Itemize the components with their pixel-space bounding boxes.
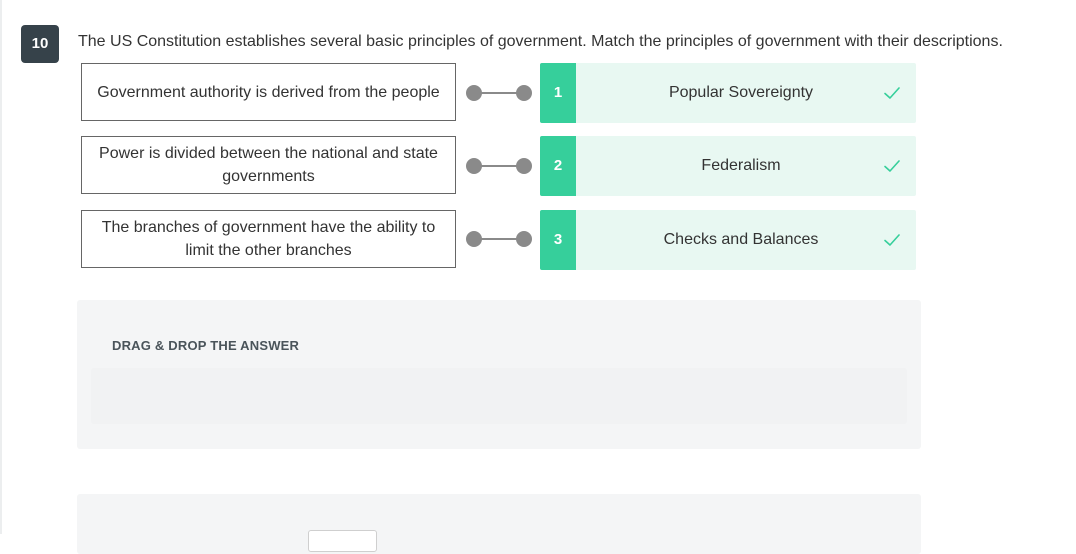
prompt-card-3: The branches of government have the abil… [81,210,456,268]
question-text: The US Constitution establishes several … [78,33,1003,50]
connector-handle-left[interactable] [466,85,482,101]
connector-line [474,92,524,94]
answer-label: Federalism [701,157,781,174]
connector-line [474,165,524,167]
prompt-card-1: Government authority is derived from the… [81,63,456,121]
answer-number: 1 [540,63,576,123]
answer-card-2[interactable]: 2 Federalism [540,136,916,196]
connector-1[interactable] [466,84,532,102]
answer-number: 3 [540,210,576,270]
prompt-card-2: Power is divided between the national an… [81,136,456,194]
connector-handle-right[interactable] [516,231,532,247]
connector-2[interactable] [466,157,532,175]
check-icon [884,160,900,172]
answer-label: Checks and Balances [663,231,819,248]
connector-handle-left[interactable] [466,231,482,247]
question-number-badge: 10 [21,25,59,63]
drag-drop-panel: DRAG & DROP THE ANSWER [77,300,921,449]
answer-label: Popular Sovereignty [668,84,814,101]
drop-target[interactable] [91,368,907,424]
connector-handle-left[interactable] [466,158,482,174]
connector-handle-right[interactable] [516,85,532,101]
next-question-panel [77,494,921,554]
check-icon [884,234,900,246]
drag-drop-title: DRAG & DROP THE ANSWER [112,338,300,353]
answer-number: 2 [540,136,576,196]
connector-handle-right[interactable] [516,158,532,174]
connector-3[interactable] [466,230,532,248]
answer-card-3[interactable]: 3 Checks and Balances [540,210,916,270]
answer-card-1[interactable]: 1 Popular Sovereignty [540,63,916,123]
next-question-control[interactable] [308,530,377,552]
connector-line [474,238,524,240]
check-icon [884,87,900,99]
left-border [0,0,2,534]
